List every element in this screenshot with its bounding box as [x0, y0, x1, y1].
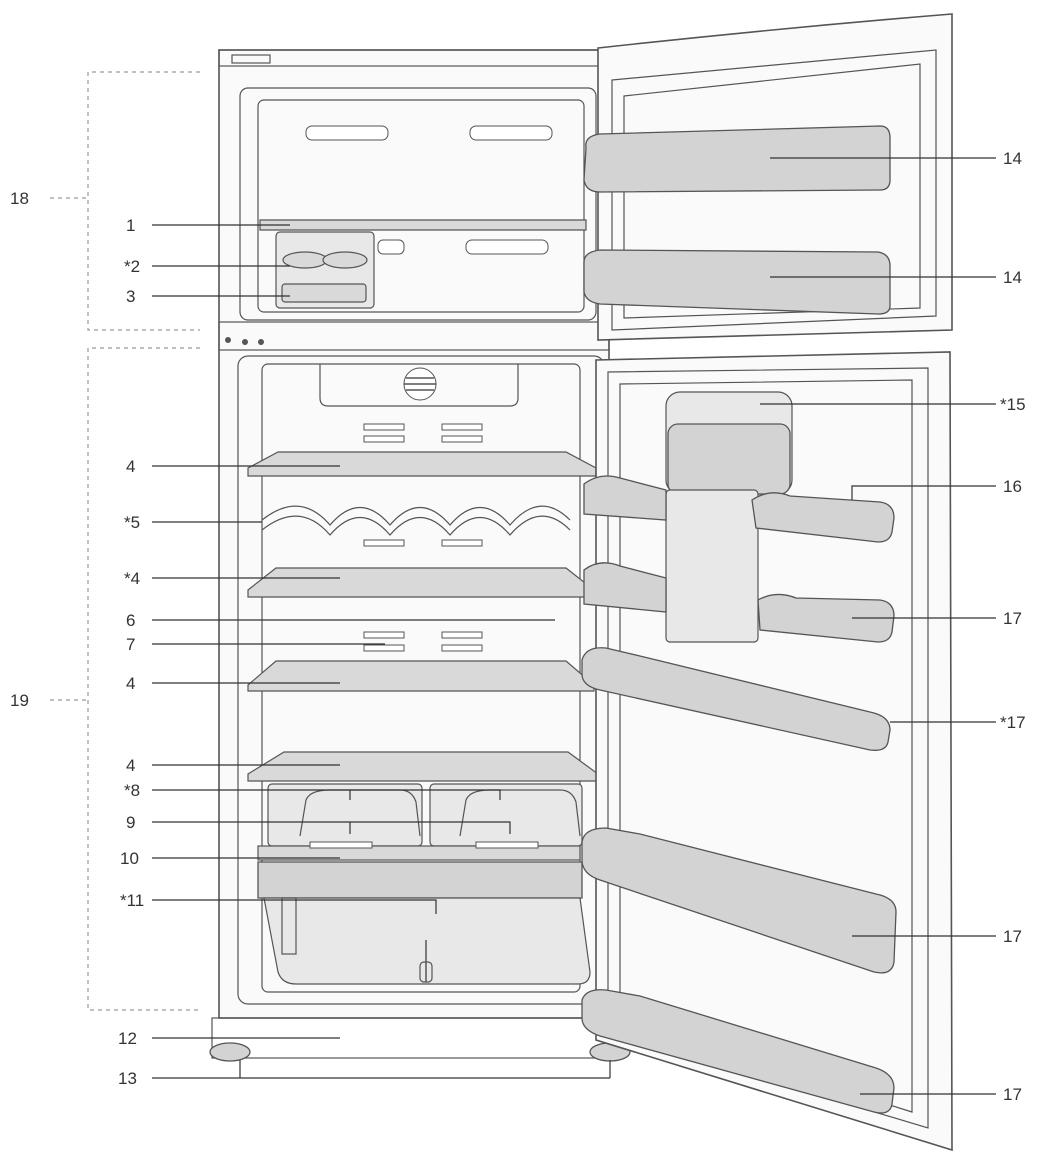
fridge-compartment [237, 355, 605, 1005]
freezer-door-shelf-lower [583, 249, 891, 315]
label-4-middle: 4 [126, 674, 135, 693]
label-4-upper: 4 [126, 457, 135, 476]
dispenser-housing [665, 489, 759, 643]
freezer-shelf [259, 219, 587, 231]
glass-shelf-2 [247, 567, 595, 598]
label-10: 10 [120, 849, 139, 868]
callout-labels: 18 1 *2 3 4 *5 *4 6 7 4 19 4 *8 9 10 *11… [10, 149, 1026, 1104]
label-14-lower: 14 [1003, 268, 1022, 287]
label-5: *5 [124, 513, 140, 532]
label-2: *2 [124, 257, 140, 276]
freezer-door [583, 13, 953, 341]
label-4-lower: 4 [126, 756, 135, 775]
door-guard-bottom [581, 989, 895, 1114]
label-8: *8 [124, 781, 140, 800]
egg-container [751, 492, 895, 543]
label-7: 7 [126, 635, 135, 654]
leveling-foot-left [209, 1042, 251, 1062]
freezer-bracket [87, 71, 200, 331]
label-17-bottom: 17 [1003, 1085, 1022, 1104]
wine-rack [261, 505, 571, 526]
leader-lines [50, 71, 996, 1095]
ice-bank [281, 283, 367, 303]
glass-shelf-3 [247, 660, 595, 692]
glass-shelf-4 [247, 751, 599, 782]
door-guard-middle [581, 647, 891, 751]
fridge-bracket [87, 347, 200, 1011]
label-17-lower: 17 [1003, 927, 1022, 946]
label-11: *11 [120, 891, 144, 910]
freezer-compartment [239, 87, 597, 321]
label-1: 1 [126, 216, 135, 235]
label-15: *15 [1000, 395, 1026, 414]
glass-shelf-1 [247, 451, 597, 477]
label-3: 3 [126, 287, 135, 306]
freezer-door-shelf-upper [583, 125, 891, 193]
label-17-upper: 17 [1003, 609, 1022, 628]
door-guard-upper [757, 593, 895, 643]
label-14-upper: 14 [1003, 149, 1022, 168]
label-9: 9 [126, 813, 135, 832]
label-13: 13 [118, 1069, 137, 1088]
label-18: 18 [10, 189, 29, 208]
door-bin-upper-left [583, 475, 667, 521]
label-12: 12 [118, 1029, 137, 1048]
door-guard-lower [581, 827, 897, 974]
label-16: 16 [1003, 477, 1022, 496]
label-4-star: *4 [124, 569, 140, 588]
vegetable-case [257, 861, 583, 899]
label-6: 6 [126, 611, 135, 630]
crisper-drawer-left [267, 783, 423, 847]
fridge-door [581, 351, 953, 1151]
crisper-cover [257, 845, 581, 861]
crisper-drawer-right [429, 783, 583, 847]
label-17-star: *17 [1000, 713, 1026, 732]
refrigerator-illustration [209, 49, 631, 1062]
label-19: 19 [10, 691, 29, 710]
